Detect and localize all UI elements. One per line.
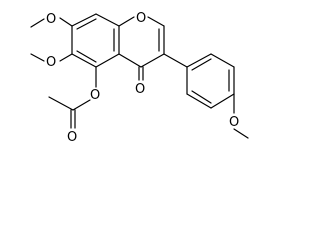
- bond-layer: [30, 13, 249, 139]
- bond-c3-c4: [140, 53, 165, 68]
- bond-o6-methyl: [30, 53, 45, 62]
- bond-c7-c8-inner: [76, 18, 97, 30]
- bond-c2p-c3p: [210, 53, 235, 68]
- atom-o-methoxy-6: O: [46, 55, 56, 70]
- bond-o4p-methyl: [233, 128, 249, 139]
- bond-cacyl-methyl: [48, 96, 74, 111]
- bond-c4a-c5: [95, 53, 120, 68]
- atom-o-carbonyl: O: [135, 82, 145, 97]
- atom-o-ring: O: [136, 11, 146, 26]
- atom-o-ester: O: [90, 88, 100, 103]
- bond-o5-cacyl: [72, 99, 91, 111]
- atom-o-acetyl: O: [67, 130, 77, 145]
- structure-diagram: O O O O O O O: [30, 11, 249, 145]
- bond-methyl-7: [30, 18, 45, 28]
- bond-o7-c7: [59, 17, 73, 27]
- bond-c8a-o1: [118, 16, 135, 27]
- bond-c1p-c2p: [186, 53, 212, 68]
- bond-c4p-c5p: [210, 93, 235, 109]
- bond-o1-c2: [147, 16, 165, 27]
- atom-o-methoxy-4p: O: [229, 115, 239, 130]
- bond-c7-c8: [71, 13, 97, 27]
- bond-c6-o6: [59, 53, 73, 62]
- bond-c5p-c6p-inner: [191, 90, 212, 104]
- bond-c5-c6: [71, 53, 97, 68]
- bond-c8-c8a: [95, 13, 120, 27]
- bond-c3-c1p: [163, 53, 188, 68]
- bond-c5-c6-inner: [76, 50, 97, 63]
- bond-c4-c4a: [118, 53, 142, 68]
- bond-c1p-c2p-inner: [191, 58, 212, 71]
- atom-o-methoxy-7: O: [46, 12, 56, 27]
- atom-label-layer: O O O O O O O: [46, 11, 239, 145]
- bond-c5p-c6p: [186, 93, 212, 109]
